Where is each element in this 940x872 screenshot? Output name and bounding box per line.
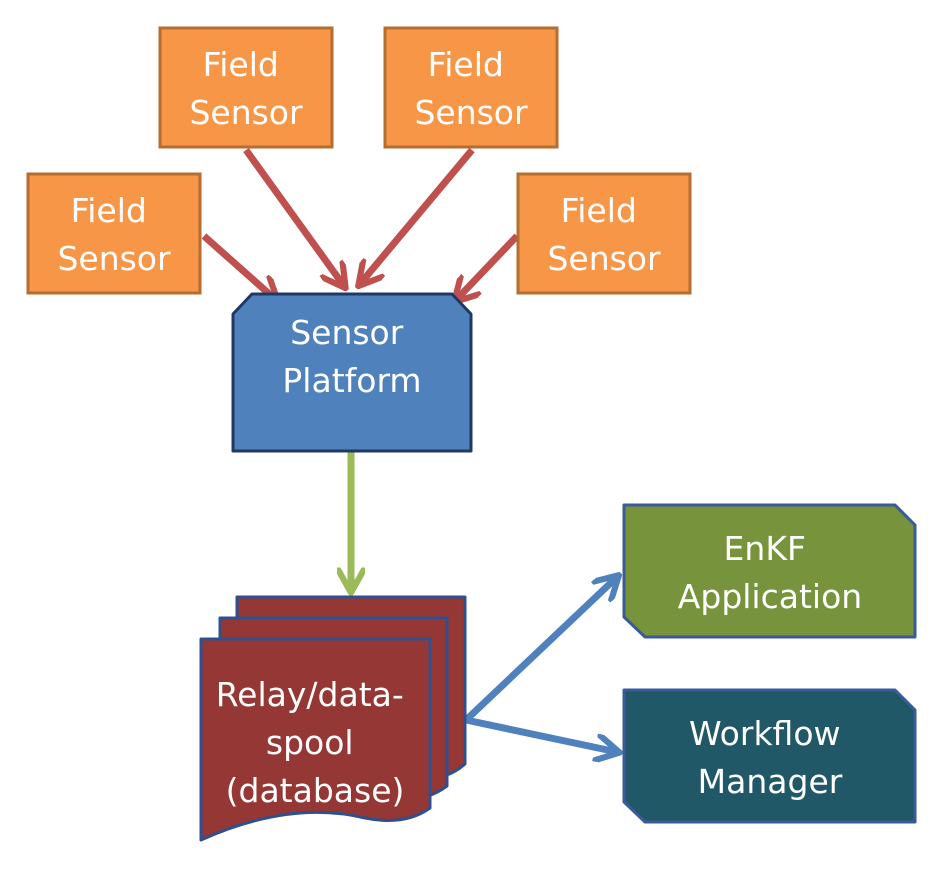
- field-sensor-label-line1: Field: [203, 45, 279, 84]
- svg-text:Sensor Platform: Sensor Platform: [282, 313, 421, 400]
- arrow-relay-to-workflow: [465, 716, 617, 752]
- svg-text:Workflow Manager: Workflow Manager: [689, 714, 851, 801]
- field-sensor-box: [383, 26, 559, 149]
- arrow-top-left-sensor-to-platform: [243, 147, 344, 286]
- workflow-label-line2: Manager: [698, 762, 843, 801]
- field-sensor-top-left: Field Sensor: [158, 26, 334, 149]
- relay-label-line1: Relay/data-: [216, 675, 404, 714]
- enkf-label-line2: Application: [678, 577, 862, 616]
- arrows-relay-to-consumers: [463, 577, 617, 752]
- arrow-top-right-sensor-to-platform: [360, 147, 475, 284]
- sensor-platform-label-line2: Platform: [282, 361, 421, 400]
- workflow-manager-box: [622, 688, 917, 824]
- sensor-platform-box: [231, 292, 473, 453]
- field-sensor-label-line1: Field: [71, 191, 147, 230]
- field-sensor-right: Field Sensor: [516, 172, 692, 295]
- svg-text:Field Sensor: Field Sensor: [189, 45, 303, 132]
- relay-label-line3: (database): [226, 771, 405, 810]
- arrows-sensors-to-platform: [201, 147, 520, 300]
- field-sensor-box: [158, 26, 334, 149]
- field-sensor-box: [26, 172, 202, 295]
- relay-label-line2: spool: [266, 723, 354, 762]
- field-sensor-label-line2: Sensor: [547, 239, 661, 278]
- arrow-right-sensor-to-platform: [456, 233, 520, 300]
- field-sensor-box: [516, 172, 692, 295]
- enkf-application: EnKF Application: [622, 503, 917, 639]
- field-sensor-label-line1: Field: [561, 191, 637, 230]
- sensor-platform-label-line1: Sensor: [290, 313, 404, 352]
- field-sensor-label-line1: Field: [428, 45, 504, 84]
- arrow-left-sensor-to-platform: [201, 233, 276, 300]
- sensor-platform: Sensor Platform: [231, 292, 473, 453]
- enkf-label-line1: EnKF: [724, 529, 806, 568]
- enkf-application-box: [622, 503, 917, 639]
- svg-text:Field Sensor: Field Sensor: [57, 191, 171, 278]
- field-sensor-top-right: Field Sensor: [383, 26, 559, 149]
- svg-text:Relay/data- spool: Relay/data- spool (database): [216, 675, 415, 810]
- workflow-manager: Workflow Manager: [622, 688, 917, 824]
- field-sensor-label-line2: Sensor: [189, 93, 303, 132]
- arrow-relay-to-enkf: [463, 577, 617, 723]
- svg-text:Field Sensor: Field Sensor: [414, 45, 528, 132]
- field-sensor-label-line2: Sensor: [414, 93, 528, 132]
- field-sensor-label-line2: Sensor: [57, 239, 171, 278]
- field-sensor-left: Field Sensor: [26, 172, 202, 295]
- relay-data-spool: Relay/data- spool (database): [199, 595, 467, 842]
- relay-page-front: [199, 637, 432, 842]
- svg-text:Field Sensor: Field Sensor: [547, 191, 661, 278]
- svg-text:EnKF Application: EnKF Application: [678, 529, 862, 616]
- workflow-label-line1: Workflow: [689, 714, 841, 753]
